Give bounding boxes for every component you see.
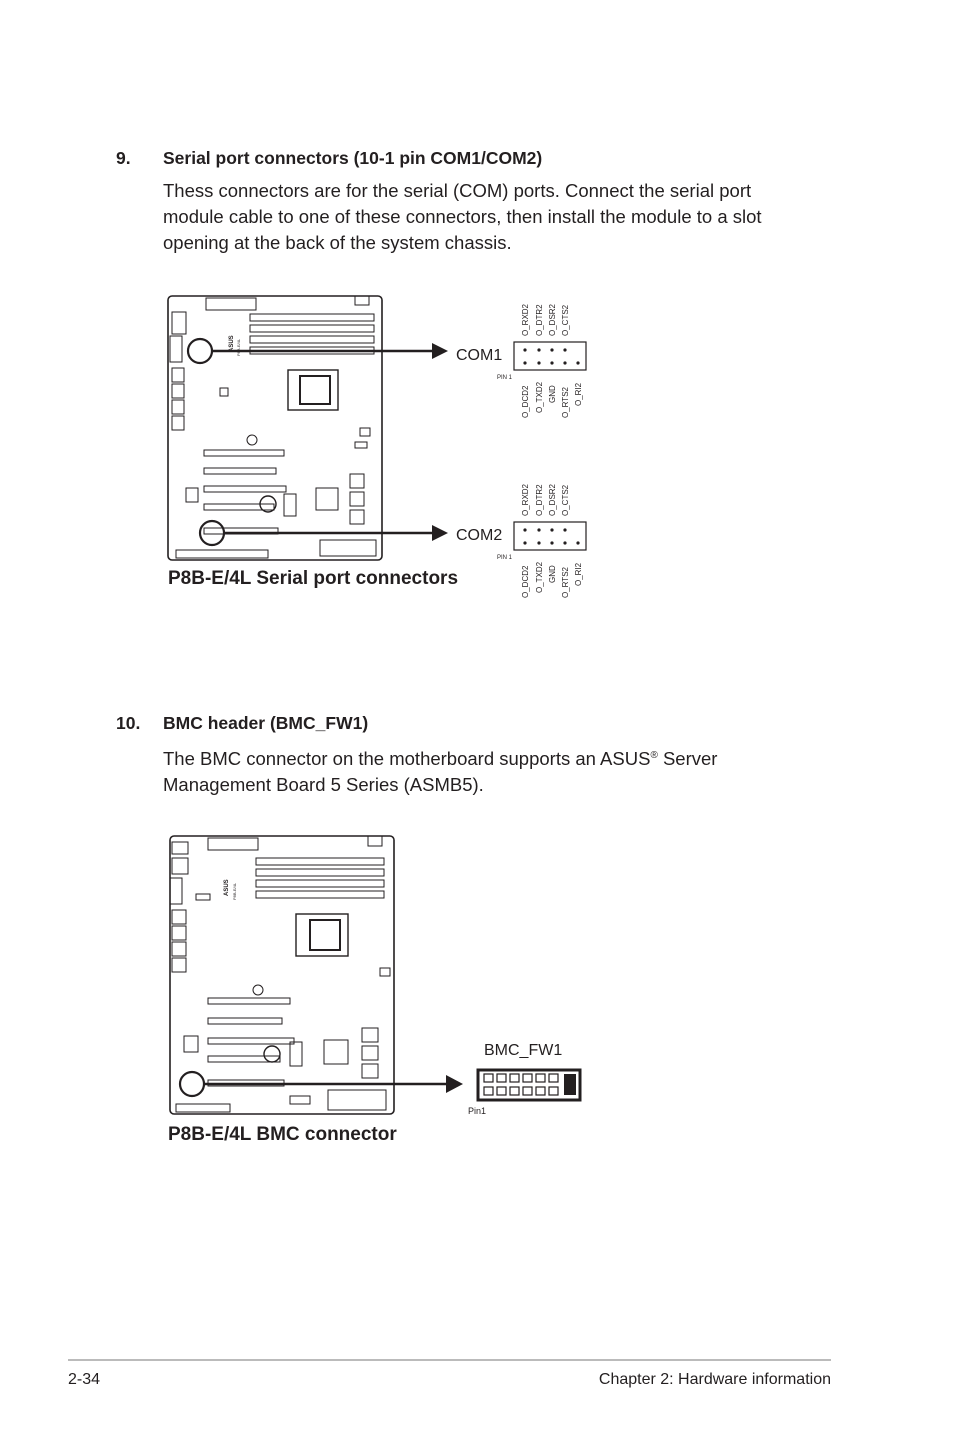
com1-header: [513, 341, 587, 371]
section-9-line: opening at the back of the system chassi…: [163, 232, 512, 253]
com2-pin-label: GND: [548, 565, 557, 583]
serial-port-figure: ASUS P8B-E/4L COM1 COM2: [160, 288, 600, 608]
com2-pin-label: O_DSR2: [548, 483, 557, 516]
com1-pin-label: O_RXD2: [521, 303, 530, 336]
section-9-number: 9.: [116, 148, 131, 168]
motherboard-outline: [169, 835, 395, 1115]
bmc-figure: ASUS P8B-E/4L BMC_FW1 Pin1: [160, 828, 600, 1158]
com1-pin-label: O_DCD2: [521, 385, 530, 418]
board-model: P8B-E/4L: [232, 882, 237, 900]
bmc-caption: P8B-E/4L BMC connector: [168, 1124, 397, 1145]
board-logo: ASUS: [229, 335, 235, 352]
com1-label: COM1: [456, 347, 502, 364]
board-model: P8B-E/4L: [236, 338, 241, 356]
com1-pin-label: O_TXD2: [535, 381, 544, 413]
com2-arrow-head: [432, 525, 448, 541]
bmc-label: BMC_FW1: [484, 1042, 562, 1059]
board-logo: ASUS: [224, 879, 230, 896]
section-9-title: Serial port connectors (10-1 pin COM1/CO…: [163, 148, 543, 168]
com2-pin-label: O_RTS2: [561, 566, 570, 598]
section-10-text: The BMC connector on the motherboard sup…: [163, 748, 651, 770]
serial-port-diagram: ASUS P8B-E/4L COM1 COM2: [167, 295, 587, 598]
com2-header: [513, 521, 587, 551]
footer-rule: [68, 1359, 831, 1361]
com1-pin-label: GND: [548, 385, 557, 403]
com1-pin-label: O_RTS2: [561, 386, 570, 418]
section-10-text: Server: [657, 748, 718, 770]
bmc-diagram: ASUS P8B-E/4L BMC_FW1 Pin1: [168, 835, 582, 1145]
com2-pin-label: O_TXD2: [535, 561, 544, 593]
page-number: 2-34: [68, 1371, 101, 1388]
section-10-number: 10.: [116, 713, 141, 733]
com2-pin-label: O_RI2: [574, 562, 583, 586]
com1-pin-label: O_DTR2: [535, 304, 544, 336]
registered-mark: ®: [650, 750, 658, 761]
com1-pin-label: O_CTS2: [561, 304, 570, 336]
com1-arrow-head: [432, 343, 448, 359]
section-10-title: BMC header (BMC_FW1): [163, 713, 369, 733]
com2-pin-label: O_DTR2: [535, 484, 544, 516]
com1-pin-label: O_DSR2: [548, 303, 557, 336]
com1-pin-label: O_RI2: [574, 382, 583, 406]
com2-pin-label: O_RXD2: [521, 483, 530, 516]
section-10-description: The BMC connector on the motherboard sup…: [163, 743, 863, 798]
section-10-line-2: Management Board 5 Series (ASMB5).: [163, 774, 484, 796]
serial-port-caption: P8B-E/4L Serial port connectors: [168, 568, 458, 589]
com1-pin1: PIN 1: [497, 375, 513, 381]
bmc-pin1: Pin1: [468, 1106, 486, 1116]
section-9-line: Thess connectors are for the serial (COM…: [163, 180, 752, 201]
com2-pin-label: O_DCD2: [521, 565, 530, 598]
com2-pin-label: O_CTS2: [561, 484, 570, 516]
motherboard-outline: [167, 295, 383, 561]
com2-pin1: PIN 1: [497, 555, 513, 561]
com2-label: COM2: [456, 527, 502, 544]
section-9-line: module cable to one of these connectors,…: [163, 206, 762, 227]
chapter-title: Chapter 2: Hardware information: [598, 1371, 831, 1388]
bmc-arrow-head: [446, 1075, 463, 1093]
section-10-line-1: The BMC connector on the motherboard sup…: [163, 743, 863, 772]
section-9-description: Thess connectors are for the serial (COM…: [163, 178, 863, 256]
